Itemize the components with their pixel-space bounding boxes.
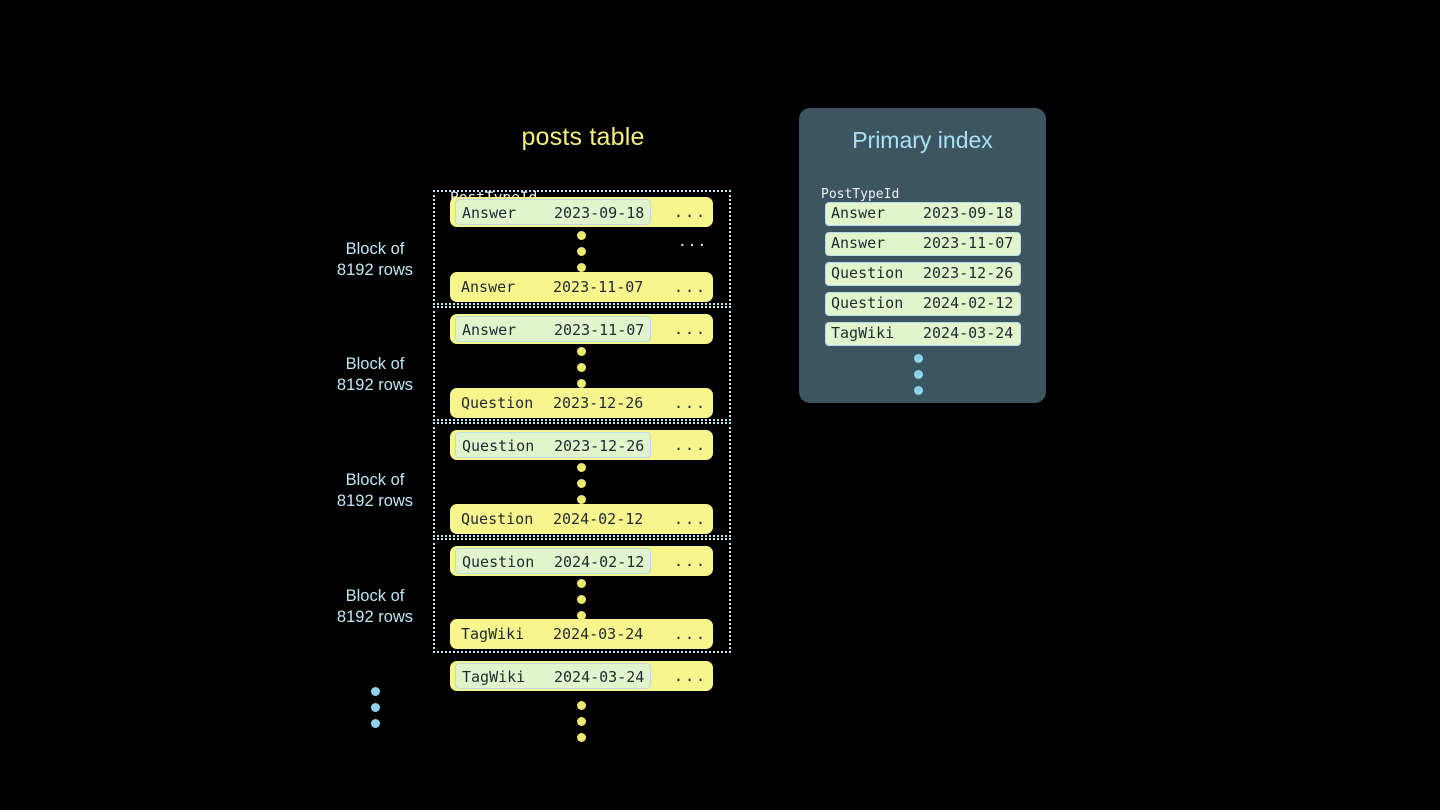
row-ellipsis-dots xyxy=(577,347,586,395)
index-entry[interactable]: Answer 2023-11-07 xyxy=(825,232,1021,256)
cell-more: ... xyxy=(674,552,708,570)
row-ellipsis-dots xyxy=(577,463,586,511)
index-cell-posttypeid: TagWiki xyxy=(831,324,895,342)
table-block-3 xyxy=(433,422,731,537)
table-row[interactable]: Question 2023-12-26 ... xyxy=(450,388,713,418)
cell-more: ... xyxy=(674,436,708,454)
index-cell-creationdate: 2024-02-12 xyxy=(923,294,1014,312)
row-key-cells: Answer 2023-09-18 xyxy=(455,199,651,225)
index-entry[interactable]: Answer 2023-09-18 xyxy=(825,202,1021,226)
table-row[interactable]: Question 2023-12-26 ... xyxy=(450,430,713,460)
cell-posttypeid: Question xyxy=(462,437,535,455)
row-key-cells: Answer 2023-11-07 xyxy=(455,316,651,342)
block-label-2-line1: Block of xyxy=(345,355,405,373)
cell-more: ... xyxy=(674,394,708,412)
table-block-2 xyxy=(433,306,731,421)
primary-index-panel: Primary index PostTypeId CreationDate An… xyxy=(799,108,1046,403)
blocks-ellipsis-dots xyxy=(371,687,380,735)
index-cell-posttypeid: Question xyxy=(831,264,904,282)
cell-creationdate: 2024-03-24 xyxy=(554,668,645,686)
posts-table-title: posts table xyxy=(521,123,645,151)
table-row[interactable]: Answer 2023-11-07 ... xyxy=(450,314,713,344)
row-key-cells: Question 2024-02-12 xyxy=(455,548,651,574)
cell-creationdate: 2024-03-24 xyxy=(553,625,644,643)
row-key-cells: Answer 2023-11-07 xyxy=(455,274,651,300)
cell-posttypeid: Answer xyxy=(461,278,516,296)
cell-more: ... xyxy=(674,625,708,643)
primary-index-column-headers: PostTypeId CreationDate xyxy=(799,165,1046,222)
cell-more: ... xyxy=(674,278,708,296)
cell-posttypeid: Question xyxy=(461,394,534,412)
block-label-3: Block of 8192 rows xyxy=(300,470,450,512)
cell-creationdate: 2024-02-12 xyxy=(553,510,644,528)
index-column-header-posttypeid: PostTypeId xyxy=(821,187,900,202)
cell-posttypeid: TagWiki xyxy=(461,625,525,643)
block-label-2: Block of 8192 rows xyxy=(300,354,450,396)
row-key-cells: Question 2023-12-26 xyxy=(455,390,651,416)
cell-creationdate: 2023-09-18 xyxy=(554,204,645,222)
primary-index-title: Primary index xyxy=(852,127,993,153)
cell-posttypeid: Answer xyxy=(462,321,517,339)
cell-creationdate: 2023-11-07 xyxy=(554,321,645,339)
index-cell-creationdate: 2023-11-07 xyxy=(923,234,1014,252)
row-key-cells: TagWiki 2024-03-24 xyxy=(455,621,651,647)
row-ellipsis-dots xyxy=(577,579,586,627)
row-key-cells: Question 2023-12-26 xyxy=(455,432,651,458)
table-row[interactable]: TagWiki 2024-03-24 ... xyxy=(450,619,713,649)
table-row-trailing[interactable]: TagWiki 2024-03-24 ... xyxy=(450,661,713,691)
index-cell-posttypeid: Question xyxy=(831,294,904,312)
block-label-3-line2: 8192 rows xyxy=(336,492,414,510)
cell-creationdate: 2023-11-07 xyxy=(553,278,644,296)
index-ellipsis-dots xyxy=(914,354,923,402)
cell-more: ... xyxy=(674,203,708,221)
row-ellipsis-dots xyxy=(577,231,586,279)
index-entry[interactable]: TagWiki 2024-03-24 xyxy=(825,322,1021,346)
table-block-4 xyxy=(433,538,731,653)
cell-creationdate: 2023-12-26 xyxy=(553,394,644,412)
cell-more: ... xyxy=(674,667,708,685)
column-header-more: ... xyxy=(678,234,708,250)
block-label-4-line1: Block of xyxy=(345,587,405,605)
table-row[interactable]: Answer 2023-09-18 ... xyxy=(450,197,713,227)
cell-posttypeid: TagWiki xyxy=(462,668,526,686)
table-ellipsis-dots xyxy=(577,701,586,749)
index-entry[interactable]: Question 2023-12-26 xyxy=(825,262,1021,286)
cell-more: ... xyxy=(674,320,708,338)
block-label-1-line2: 8192 rows xyxy=(336,261,414,279)
block-label-2-line2: 8192 rows xyxy=(336,376,414,394)
block-label-3-line1: Block of xyxy=(345,471,405,489)
table-block-1 xyxy=(433,190,731,305)
cell-more: ... xyxy=(674,510,708,528)
row-key-cells: TagWiki 2024-03-24 xyxy=(455,663,651,689)
index-cell-creationdate: 2023-09-18 xyxy=(923,204,1014,222)
cell-posttypeid: Answer xyxy=(462,204,517,222)
block-label-1-line1: Block of xyxy=(345,240,405,258)
posts-table-column-headers: PostTypeId CreationDate ... xyxy=(433,165,733,250)
cell-creationdate: 2023-12-26 xyxy=(554,437,645,455)
index-cell-posttypeid: Answer xyxy=(831,234,886,252)
index-cell-creationdate: 2024-03-24 xyxy=(923,324,1014,342)
index-entry[interactable]: Question 2024-02-12 xyxy=(825,292,1021,316)
block-label-4: Block of 8192 rows xyxy=(300,586,450,628)
table-row[interactable]: Question 2024-02-12 ... xyxy=(450,546,713,576)
block-label-4-line2: 8192 rows xyxy=(336,608,414,626)
table-row[interactable]: Question 2024-02-12 ... xyxy=(450,504,713,534)
block-label-1: Block of 8192 rows xyxy=(300,239,450,281)
index-cell-posttypeid: Answer xyxy=(831,204,886,222)
index-cell-creationdate: 2023-12-26 xyxy=(923,264,1014,282)
table-row[interactable]: Answer 2023-11-07 ... xyxy=(450,272,713,302)
cell-posttypeid: Question xyxy=(461,510,534,528)
cell-creationdate: 2024-02-12 xyxy=(554,553,645,571)
row-key-cells: Question 2024-02-12 xyxy=(455,506,651,532)
cell-posttypeid: Question xyxy=(462,553,535,571)
